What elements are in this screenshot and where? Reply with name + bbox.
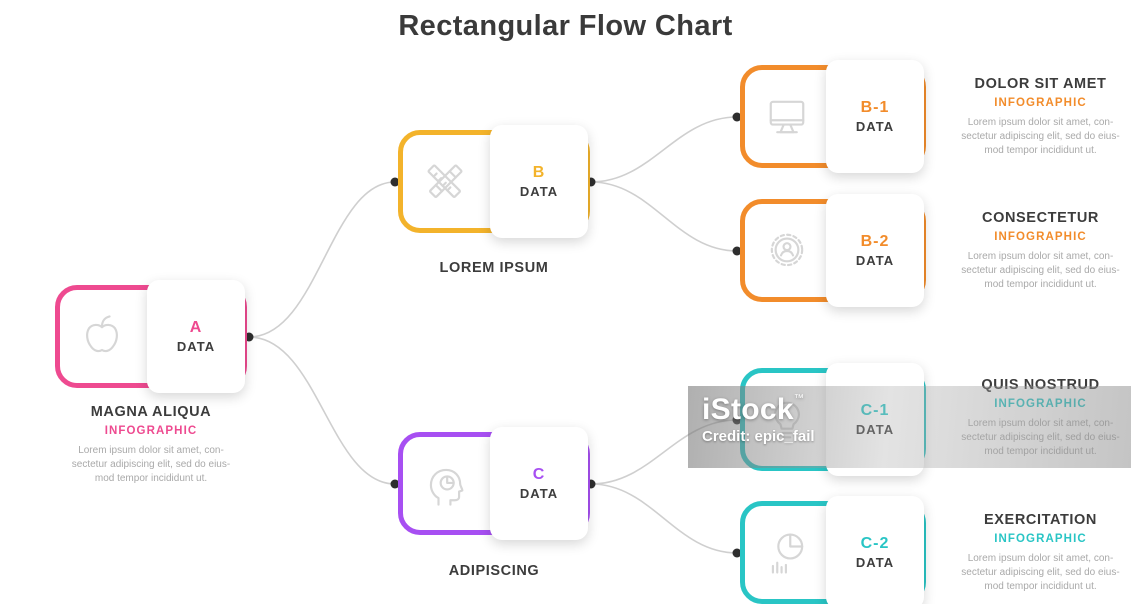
node-b2-tag: INFOGRAPHIC	[994, 231, 1087, 243]
node-b1: B-1 DATA	[740, 60, 926, 173]
node-c2-body: Lorem ipsum dolor sit amet, con- sectetu…	[961, 553, 1120, 592]
apple-icon	[76, 311, 128, 363]
node-c-heading: ADIPISCING	[448, 563, 540, 579]
node-c-caption: ADIPISCING	[398, 563, 590, 579]
node-b: B DATA	[398, 125, 590, 238]
node-b2-heading: CONSECTETUR	[982, 210, 1099, 226]
pencil-ruler-icon	[419, 156, 471, 208]
node-b2-data-label: DATA	[855, 253, 895, 268]
node-c-card: C DATA	[490, 427, 588, 540]
watermark-credit: Credit: epic_fail	[702, 427, 815, 445]
node-a-data-label: DATA	[176, 339, 216, 354]
node-b1-text-block: DOLOR SIT AMET INFOGRAPHIC Lorem ipsum d…	[950, 76, 1131, 157]
node-a-body: Lorem ipsum dolor sit amet, con- sectetu…	[71, 445, 231, 484]
pie-chart-icon	[761, 527, 813, 579]
node-c2-text-block: EXERCITATION INFOGRAPHIC Lorem ipsum dol…	[950, 512, 1131, 593]
trademark-symbol: ™	[793, 393, 805, 404]
badge-person-icon	[761, 225, 813, 277]
node-c2: C-2 DATA	[740, 496, 926, 604]
node-b-data-label: DATA	[519, 184, 559, 199]
page-title: Rectangular Flow Chart	[398, 10, 733, 42]
node-c-letter: C	[532, 466, 546, 483]
node-c2-tag: INFOGRAPHIC	[994, 533, 1087, 545]
node-a-heading: MAGNA ALIQUA	[90, 404, 212, 420]
node-b1-heading: DOLOR SIT AMET	[974, 76, 1107, 92]
node-b2-body: Lorem ipsum dolor sit amet, con- sectetu…	[961, 251, 1120, 290]
node-a-tag: INFOGRAPHIC	[104, 425, 198, 437]
node-b2-letter: B-2	[860, 233, 890, 250]
node-a-letter: A	[189, 319, 203, 336]
node-b1-body: Lorem ipsum dolor sit amet, con- sectetu…	[961, 117, 1120, 156]
node-b2-text-block: CONSECTETUR INFOGRAPHIC Lorem ipsum dolo…	[950, 210, 1131, 291]
node-c2-letter: C-2	[860, 535, 890, 552]
node-b-heading: LOREM IPSUM	[439, 260, 549, 276]
node-b-letter: B	[532, 164, 546, 181]
node-c-data-label: DATA	[519, 486, 559, 501]
node-b-caption: LOREM IPSUM	[398, 260, 590, 276]
node-c2-heading: EXERCITATION	[984, 512, 1097, 528]
node-b1-card: B-1 DATA	[826, 60, 924, 173]
node-b2: B-2 DATA	[740, 194, 926, 307]
watermark-overlay: iStock™ Credit: epic_fail	[688, 386, 1131, 468]
head-idea-icon	[419, 458, 471, 510]
node-a-caption: MAGNA ALIQUA INFOGRAPHIC Lorem ipsum dol…	[40, 404, 262, 485]
node-b-card: B DATA	[490, 125, 588, 238]
node-a: A DATA	[55, 280, 247, 393]
node-c: C DATA	[398, 427, 590, 540]
node-b1-data-label: DATA	[855, 119, 895, 134]
node-b1-tag: INFOGRAPHIC	[994, 97, 1087, 109]
monitor-icon	[761, 91, 813, 143]
node-a-card: A DATA	[147, 280, 245, 393]
watermark-brand: iStock™	[702, 393, 805, 426]
node-c2-data-label: DATA	[855, 555, 895, 570]
node-b1-letter: B-1	[860, 99, 890, 116]
node-c2-card: C-2 DATA	[826, 496, 924, 604]
node-b2-card: B-2 DATA	[826, 194, 924, 307]
